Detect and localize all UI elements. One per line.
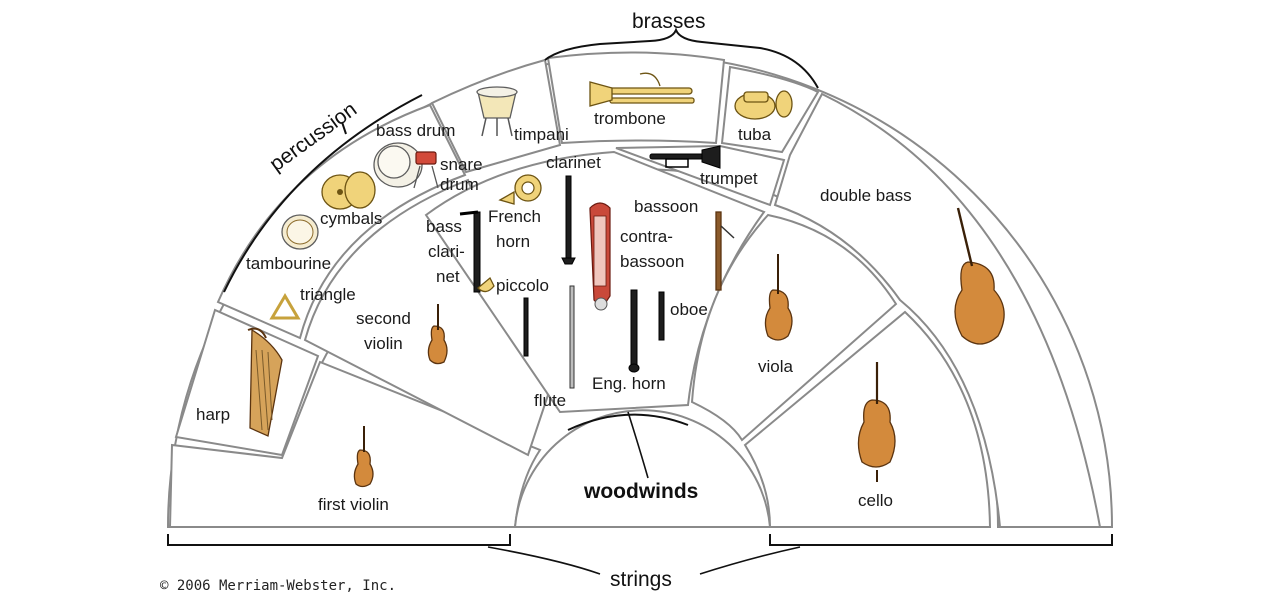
clarinet-icon [561, 175, 576, 265]
label-bass-drum: bass drum [376, 121, 455, 140]
piccolo-icon [523, 297, 529, 357]
label-contrabassoon-1: contra- [620, 227, 673, 246]
second-violin-icon [427, 304, 448, 365]
label-harp: harp [196, 405, 230, 424]
label-timpani: timpani [514, 125, 569, 144]
triangle-icon [269, 293, 301, 320]
label-clarinet: clarinet [546, 153, 601, 172]
group-braces [167, 27, 1113, 575]
first-violin-icon [353, 426, 374, 488]
strings-brace-right [769, 534, 1113, 546]
flute-icon [569, 285, 575, 389]
group-label-woodwinds: woodwinds [583, 480, 698, 503]
label-second-violin-1: second [356, 309, 411, 328]
label-double-bass: double bass [820, 186, 912, 205]
conductor-area [513, 409, 772, 528]
woodwinds-leader [627, 411, 649, 479]
tambourine-icon [281, 214, 319, 250]
oboe-icon [658, 291, 665, 341]
strings-leader-left [487, 546, 601, 575]
label-drum: drum [440, 175, 479, 194]
label-bass-clarinet-1: bass [426, 217, 462, 236]
english-horn-icon [628, 289, 640, 373]
label-french-horn-2: horn [496, 232, 530, 251]
label-cymbals: cymbals [320, 209, 382, 228]
strings-brace-left [167, 534, 511, 546]
bass-drum-icon [373, 142, 423, 188]
trumpet-icon [649, 145, 721, 169]
instrument-labels: bass drum timpani trombone tuba snare dr… [196, 109, 912, 514]
instrument-illustrations [247, 72, 1005, 488]
label-viola: viola [758, 357, 794, 376]
label-tuba: tuba [738, 125, 772, 144]
section-double-bass [773, 92, 1102, 528]
label-tambourine: tambourine [246, 254, 331, 273]
label-trombone: trombone [594, 109, 666, 128]
label-flute: flute [534, 391, 566, 410]
brasses-brace [544, 27, 819, 89]
section-harp [174, 308, 320, 457]
cymbals-icon [321, 171, 376, 210]
bass-clarinet-icon [459, 210, 495, 293]
label-cello: cello [858, 491, 893, 510]
podium-edge [567, 413, 689, 431]
copyright-notice: © 2006 Merriam-Webster, Inc. [160, 578, 396, 594]
label-bass-clarinet-2: clari- [428, 242, 465, 261]
label-piccolo: piccolo [496, 276, 549, 295]
group-label-brasses: brasses [632, 10, 706, 33]
label-triangle: triangle [300, 285, 356, 304]
label-bassoon: bassoon [634, 197, 698, 216]
double-bass-icon [954, 207, 1005, 345]
label-french-horn-1: French [488, 207, 541, 226]
label-contrabassoon-2: bassoon [620, 252, 684, 271]
label-trumpet: trumpet [700, 169, 758, 188]
label-bass-clarinet-3: net [436, 267, 460, 286]
french-horn-icon [498, 174, 542, 205]
label-second-violin-2: violin [364, 334, 403, 353]
trombone-icon [589, 72, 695, 107]
percussion-brace [223, 94, 423, 293]
tuba-icon [734, 90, 793, 120]
label-oboe: oboe [670, 300, 708, 319]
snare-drum-icon [413, 151, 439, 189]
label-first-violin: first violin [318, 495, 389, 514]
harp-icon [247, 327, 283, 437]
cello-icon [857, 362, 896, 482]
section-trumpet [615, 144, 786, 207]
contrabassoon-icon [589, 202, 611, 311]
label-english-horn: Eng. horn [592, 374, 666, 393]
bassoon-icon [715, 211, 735, 291]
timpani-icon [476, 86, 518, 137]
group-label-strings: strings [610, 568, 672, 591]
strings-leader-right [699, 546, 801, 575]
viola-icon [764, 254, 793, 341]
label-snare: snare [440, 155, 483, 174]
